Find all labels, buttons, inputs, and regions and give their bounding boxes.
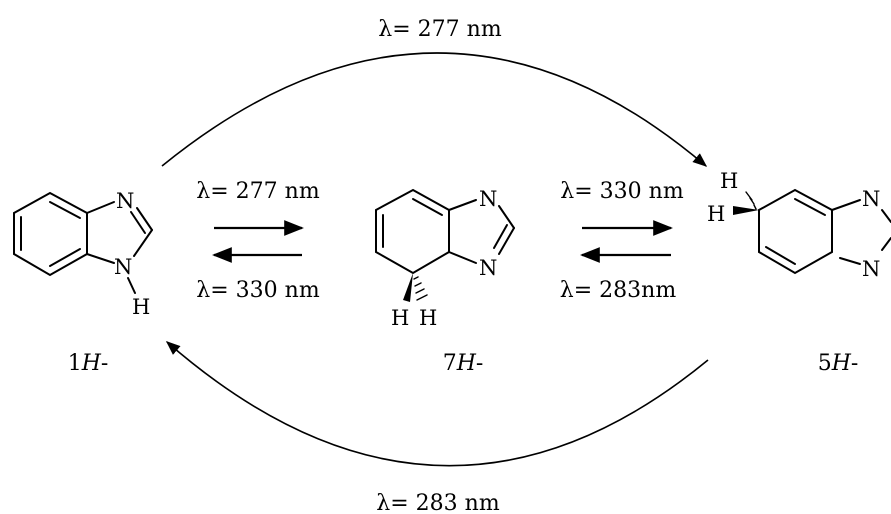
reverse-label: λ= 330 nm bbox=[196, 278, 320, 303]
benzene-ring bbox=[13, 191, 88, 277]
isomer-label-1H: 1H- bbox=[68, 351, 109, 376]
hash-bond-H bbox=[745, 191, 757, 210]
equilibrium-7H-5H: λ= 330 nm λ= 283nm bbox=[560, 179, 684, 303]
atom-N-lower: N bbox=[479, 256, 497, 280]
molecule-5H: N N H H bbox=[707, 169, 891, 281]
wedge-bond-H bbox=[733, 206, 759, 215]
imidazole-ring bbox=[831, 199, 891, 265]
isomer-label-5H: 5H- bbox=[818, 351, 859, 376]
isomer-label-7H: 7H- bbox=[443, 351, 484, 376]
wedge-bond-H bbox=[403, 273, 413, 302]
atom-N-lower: N bbox=[862, 257, 880, 281]
outer-bottom-label: λ= 283 nm bbox=[376, 491, 500, 514]
hash-bond-H bbox=[413, 276, 428, 301]
imidazole-ring bbox=[86, 201, 153, 294]
molecule-7H: N N H H bbox=[375, 187, 515, 330]
atom-N3: N bbox=[116, 189, 134, 213]
forward-label: λ= 277 nm bbox=[196, 179, 320, 204]
atom-H-right: H bbox=[419, 306, 437, 330]
atom-N-upper: N bbox=[862, 187, 880, 211]
atom-H-upper: H bbox=[720, 169, 738, 193]
six-membered-ring bbox=[375, 188, 450, 275]
imidazole-ring bbox=[448, 199, 515, 264]
arc-top-1H-to-5H bbox=[161, 52, 708, 167]
equilibrium-1H-7H: λ= 277 nm λ= 330 nm bbox=[196, 179, 320, 303]
atom-N-upper: N bbox=[479, 187, 497, 211]
arc-bottom-5H-to-1H bbox=[165, 341, 709, 467]
forward-label: λ= 330 nm bbox=[560, 179, 684, 204]
outer-top-label: λ= 277 nm bbox=[378, 17, 502, 42]
atom-N1: N bbox=[114, 255, 132, 279]
molecule-1H-benzimidazole: N N H bbox=[13, 189, 153, 319]
six-membered-ring bbox=[758, 188, 833, 275]
atom-H-on-N: H bbox=[132, 295, 150, 319]
atom-H-left: H bbox=[391, 306, 409, 330]
reverse-label: λ= 283nm bbox=[560, 278, 677, 303]
atom-H-lower: H bbox=[707, 202, 725, 226]
